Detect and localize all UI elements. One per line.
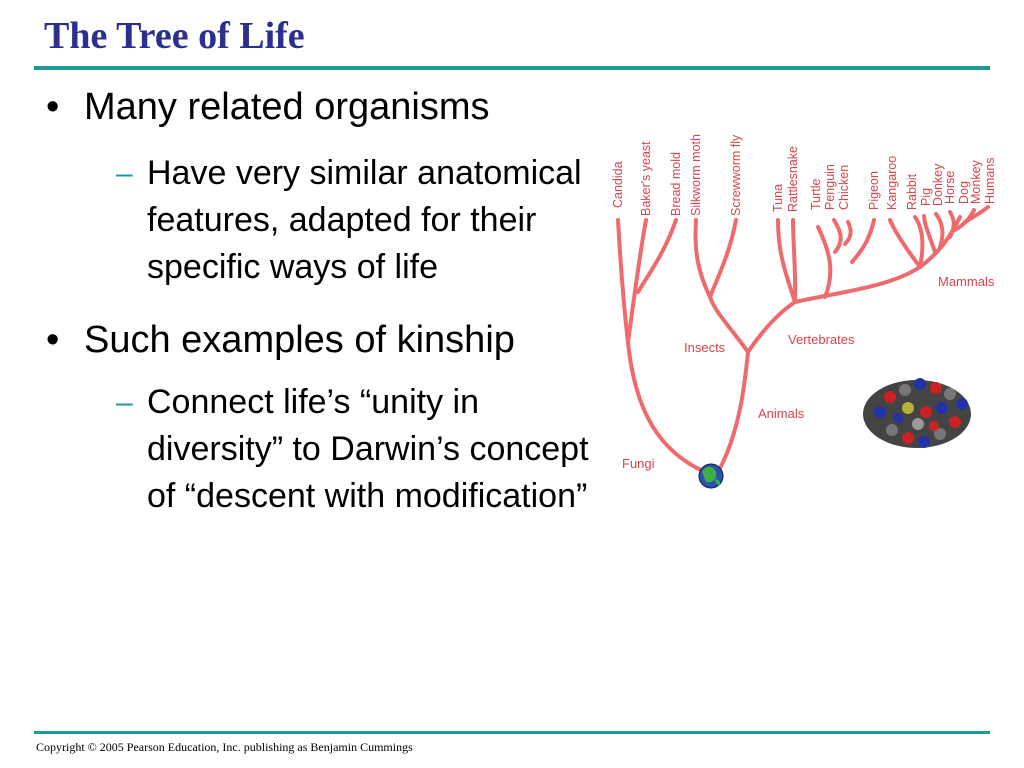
bullet-dot: • — [46, 319, 60, 361]
organism-label: Tuna — [771, 184, 785, 212]
tree-branches — [616, 205, 990, 474]
organism-label: Turtle — [809, 178, 823, 210]
bullet-dot: • — [46, 86, 60, 128]
organism-label: Pigeon — [867, 171, 881, 210]
bullet-text: Many related organisms — [84, 86, 490, 128]
organism-label: Humans — [983, 157, 997, 204]
protein-molecule-image — [863, 378, 971, 448]
sub-bullet-text: Have very similar anatomical features, a… — [147, 154, 582, 286]
group-label-mammals: Mammals — [938, 274, 995, 289]
group-labels: Fungi Insects Animals Vertebrates Mammal… — [622, 274, 995, 471]
organism-label: Kangaroo — [885, 156, 899, 210]
organism-label: Silkworm moth — [689, 134, 703, 216]
bullet-text: Such examples of kinship — [84, 319, 515, 361]
slide-title: The Tree of Life — [44, 15, 305, 57]
organism-label: Monkey — [969, 159, 983, 204]
sub-bullet-item: – Connect life’s “unity in diversity” to… — [44, 379, 597, 520]
organism-label: Donkey — [931, 163, 945, 206]
organism-label: Rabbit — [905, 173, 919, 210]
organism-label: Pig — [919, 188, 933, 206]
tree-of-life-diagram: Candida Baker's yeast Bread mold Silkwor… — [611, 134, 997, 489]
group-label-fungi: Fungi — [622, 456, 655, 471]
sub-bullet-dash: – — [116, 386, 133, 419]
organism-label: Screwworm fly — [729, 134, 743, 216]
organism-label: Candida — [611, 161, 625, 208]
group-label-animals: Animals — [758, 406, 805, 421]
sub-bullet-dash: – — [116, 157, 133, 190]
bullet-item: • Many related organisms — [44, 84, 604, 130]
organism-labels: Candida Baker's yeast Bread mold Silkwor… — [611, 134, 997, 216]
group-label-insects: Insects — [684, 340, 726, 355]
organism-label: Penguin — [823, 164, 837, 210]
bullet-list: • Many related organisms – Have very sim… — [44, 84, 604, 520]
organism-label: Bread mold — [669, 152, 683, 216]
title-divider — [34, 66, 990, 70]
organism-label: Chicken — [837, 165, 851, 210]
organism-label: Baker's yeast — [639, 141, 653, 216]
group-label-vertebrates: Vertebrates — [788, 332, 855, 347]
bullet-item: • Such examples of kinship — [44, 317, 604, 363]
organism-label: Dog — [957, 181, 971, 204]
sub-bullet-text: Connect life’s “unity in diversity” to D… — [147, 383, 589, 515]
organism-label: Horse — [943, 171, 957, 204]
globe-icon — [698, 463, 724, 489]
sub-bullet-item: – Have very similar anatomical features,… — [44, 150, 597, 291]
footer-divider — [34, 731, 990, 734]
copyright-footer: Copyright © 2005 Pearson Education, Inc.… — [36, 740, 413, 754]
organism-label: Rattlesnake — [786, 146, 800, 212]
